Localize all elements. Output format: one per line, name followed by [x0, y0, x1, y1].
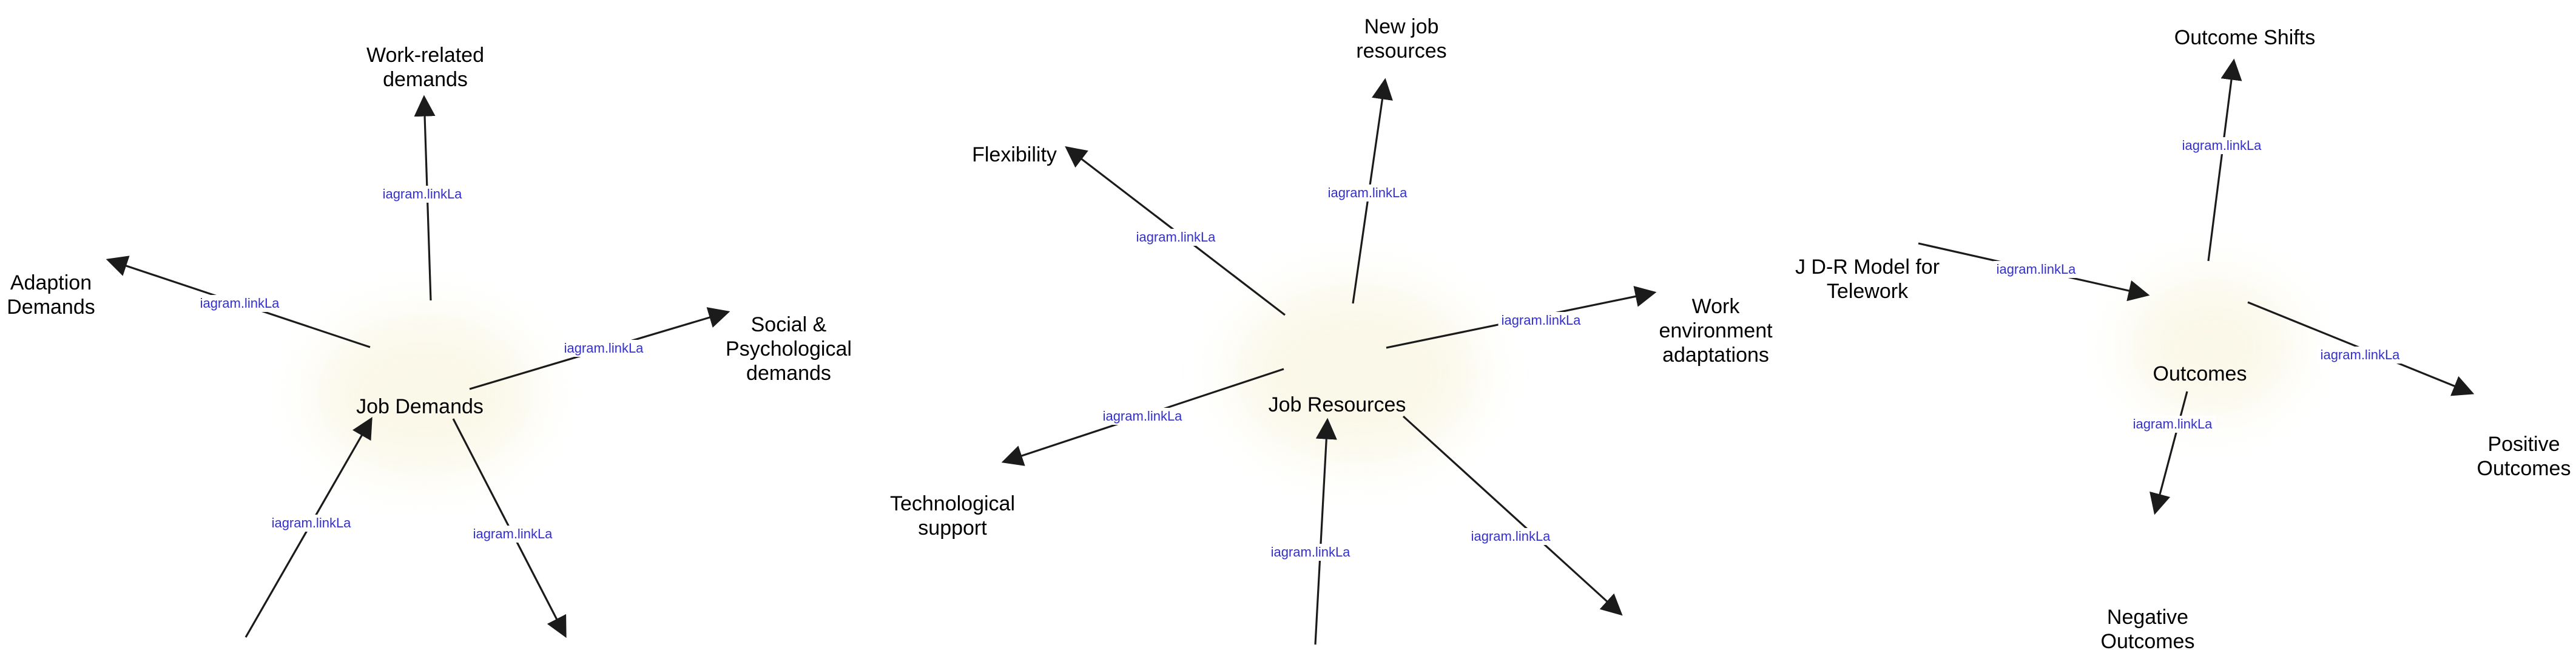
node-outcomes: Outcomes: [2153, 362, 2247, 385]
node-glow-outcomes: [2126, 276, 2296, 416]
node-flexibility: Flexibility: [972, 143, 1057, 166]
edge-label: iagram.linkLa: [2317, 347, 2403, 364]
edge-outcomes-to-outcome-shifts: [2207, 58, 2242, 262]
node-outcome-shifts: Outcome Shifts: [2174, 26, 2316, 49]
node-negative-outcomes: Negative Outcomes: [2100, 606, 2195, 650]
edge-outcomes-to-negative-outcomes: [2149, 391, 2188, 515]
edge-label: iagram.linkLa: [268, 515, 354, 532]
node-jdr-model: J D-R Model for Telework: [1795, 256, 1940, 303]
node-job-demands: Job Demands: [356, 395, 484, 418]
edge-label: iagram.linkLa: [561, 340, 647, 357]
edge-job-resources-outgoing-bottom-right: [1402, 415, 1623, 616]
edge-label: iagram.linkLa: [197, 295, 283, 312]
node-social-psychological-demands: Social & Psychological demands: [726, 313, 852, 385]
edge-label: iagram.linkLa: [1099, 408, 1185, 425]
node-adaption-demands: Adaption Demands: [7, 271, 95, 319]
edge-label: iagram.linkLa: [1498, 312, 1584, 329]
node-work-related-demands: Work-related demands: [366, 44, 484, 91]
edge-label: iagram.linkLa: [1324, 185, 1411, 201]
edge-label: iagram.linkLa: [1468, 528, 1554, 545]
edge-label: iagram.linkLa: [1267, 544, 1354, 561]
node-job-resources: Job Resources: [1268, 393, 1406, 416]
edge-label: iagram.linkLa: [379, 186, 465, 203]
edge-label: iagram.linkLa: [2129, 416, 2216, 433]
edge-incoming-to-job-resources: [1314, 418, 1337, 645]
node-work-environment-adaptations: Work environment adaptations: [1659, 295, 1773, 367]
node-new-job-resources: New job resources: [1356, 15, 1447, 63]
edge-label: iagram.linkLa: [2179, 137, 2265, 154]
edge-label: iagram.linkLa: [1133, 229, 1219, 246]
node-positive-outcomes: Positive Outcomes: [2477, 433, 2571, 480]
edge-label: iagram.linkLa: [470, 526, 556, 543]
node-glow-job-resources: [1232, 282, 1480, 464]
node-technological-support: Technological support: [889, 492, 1016, 540]
edge-label: iagram.linkLa: [1993, 261, 2079, 278]
